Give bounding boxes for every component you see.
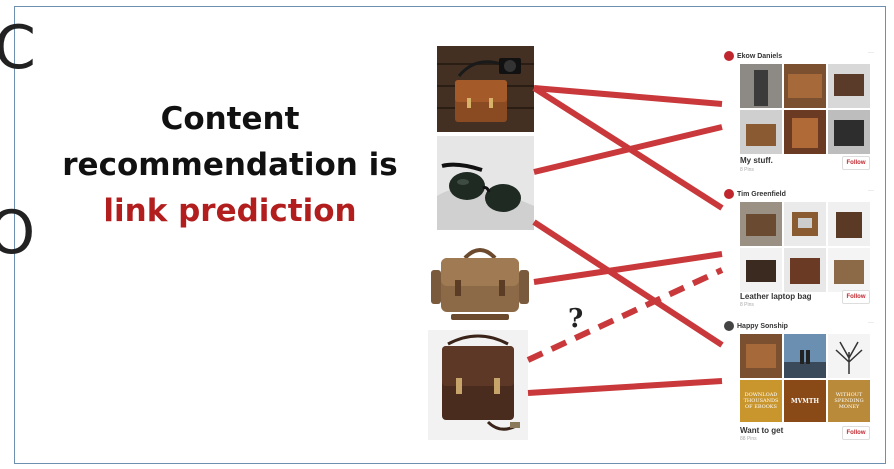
pin-thumbnail[interactable] — [784, 110, 826, 154]
background-fragment-c: C — [0, 13, 36, 83]
pin-thumbnail[interactable] — [828, 64, 870, 108]
avatar — [724, 51, 734, 61]
board-header: Happy Sonship — [724, 320, 874, 332]
more-icon[interactable]: ··· — [868, 50, 874, 56]
board-title[interactable]: My stuff. — [740, 156, 773, 165]
board-title[interactable]: Want to get — [740, 426, 784, 435]
board-tim-greenfield[interactable]: Tim Greenfield ··· Leather laptop bag 8 … — [720, 184, 878, 308]
board-pin-count: 88 Pins — [740, 436, 757, 442]
edge-product2-board3 — [532, 219, 724, 348]
avatar — [724, 321, 734, 331]
board-user: Ekow Daniels — [737, 52, 783, 60]
pin-thumbnail[interactable] — [828, 248, 870, 292]
more-icon[interactable]: ··· — [868, 188, 874, 194]
background-fragment-o: O — [0, 198, 36, 268]
board-header: Tim Greenfield — [724, 188, 874, 200]
leather-bag-camera-image — [437, 46, 534, 132]
edge-product4-board3 — [527, 378, 723, 396]
brown-satchel-image — [425, 240, 535, 326]
board-pin-count: 8 Pins — [740, 302, 754, 308]
pin-thumbnail[interactable] — [740, 110, 782, 154]
more-icon[interactable]: ··· — [868, 320, 874, 326]
edge-product2-board1 — [533, 124, 723, 175]
pin-thumbnail[interactable] — [784, 202, 826, 246]
board-title[interactable]: Leather laptop bag — [740, 292, 812, 301]
headline-line-1: Content — [160, 101, 300, 137]
pin-thumbnail[interactable] — [828, 110, 870, 154]
pin-thumbnail[interactable] — [740, 248, 782, 292]
pin-grid — [740, 202, 870, 292]
follow-button[interactable]: Follow — [842, 156, 870, 170]
pin-thumbnail[interactable] — [740, 64, 782, 108]
ebook-tiles: DOWNLOAD THOUSANDS OF EBOOKS MVMTH WITHO… — [740, 380, 870, 422]
pin-grid — [740, 64, 870, 154]
pin-grid — [740, 334, 870, 378]
board-ekow-daniels[interactable]: Ekow Daniels ··· My stuff. 8 Pins Follow — [720, 46, 878, 180]
ebook-tile-1[interactable]: DOWNLOAD THOUSANDS OF EBOOKS — [740, 380, 782, 422]
sunglasses-image — [437, 136, 534, 230]
headline: Content recommendation is link predictio… — [60, 96, 400, 234]
pin-thumbnail[interactable] — [828, 202, 870, 246]
product-photo-3 — [425, 240, 535, 326]
follow-button[interactable]: Follow — [842, 290, 870, 304]
board-happy-sonship[interactable]: Happy Sonship ··· DOWNLOAD THOUSANDS OF … — [720, 316, 878, 446]
edge-product3-board2 — [533, 251, 723, 285]
headline-line-3: link prediction — [103, 193, 357, 229]
pin-thumbnail[interactable] — [784, 64, 826, 108]
avatar — [724, 189, 734, 199]
ebook-tile-3[interactable]: WITHOUT SPENDING MONEY — [828, 380, 870, 422]
edge-product4-board2-dashed — [526, 267, 724, 363]
pin-thumbnail[interactable] — [784, 248, 826, 292]
product-photo-2 — [437, 136, 534, 230]
follow-button[interactable]: Follow — [842, 426, 870, 440]
board-header: Ekow Daniels — [724, 50, 874, 62]
board-pin-count: 8 Pins — [740, 167, 754, 173]
ebook-tile-2[interactable]: MVMTH — [784, 380, 826, 422]
edge-product1-board1 — [533, 85, 723, 107]
board-user: Tim Greenfield — [737, 190, 786, 198]
pin-thumbnail[interactable] — [828, 334, 870, 378]
pin-thumbnail[interactable] — [784, 334, 826, 378]
pin-thumbnail[interactable] — [740, 334, 782, 378]
dark-messenger-bag-image — [428, 330, 528, 440]
product-photo-4 — [428, 330, 528, 440]
headline-line-2: recommendation is — [62, 147, 398, 183]
question-mark: ? — [568, 304, 584, 334]
product-photo-1 — [437, 46, 534, 132]
board-user: Happy Sonship — [737, 322, 788, 330]
pin-thumbnail[interactable] — [740, 202, 782, 246]
